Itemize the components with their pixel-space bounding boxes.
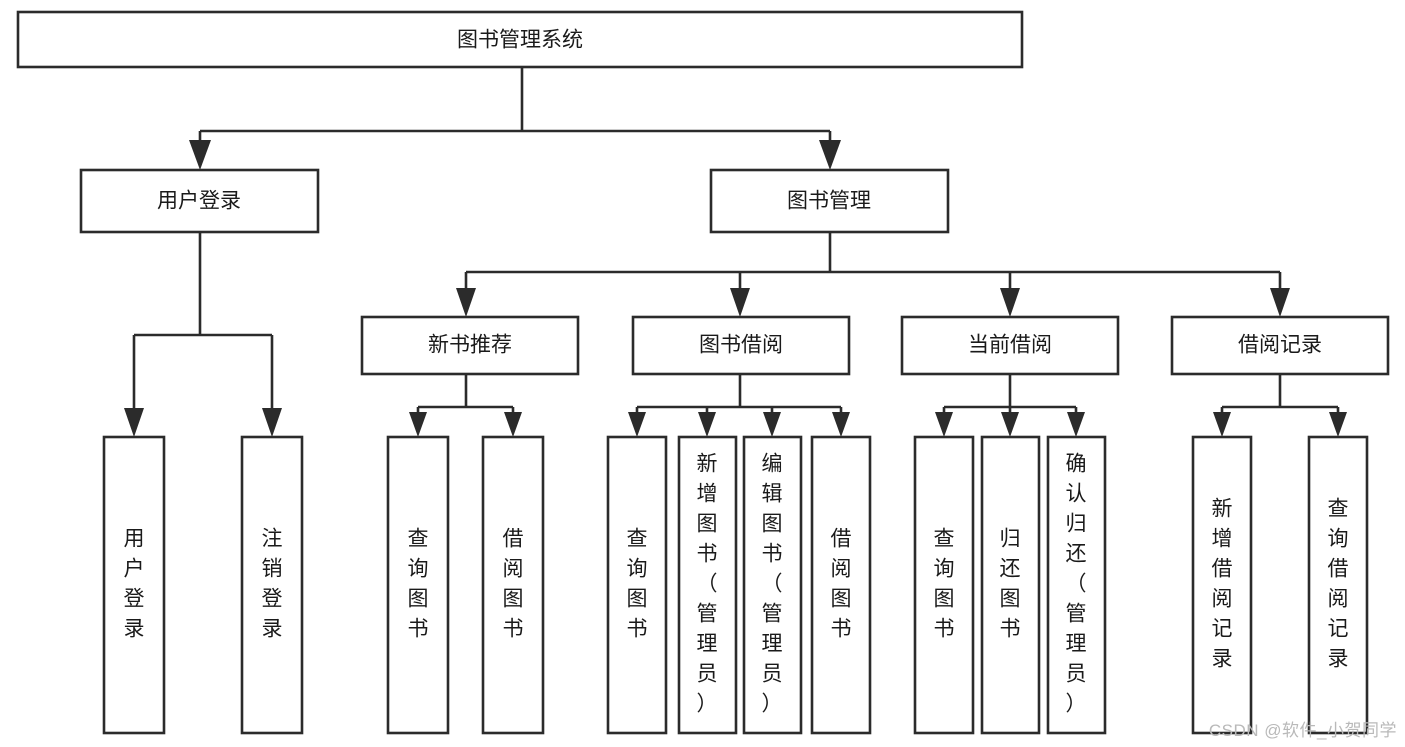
leaf-node-record-query[interactable]: 查询借阅记录 xyxy=(1307,435,1369,735)
arrow-head-current-borrow-leaf-1 xyxy=(935,412,953,437)
arrow-head-book-borrow xyxy=(730,288,750,317)
node-new-book-recommend-label: 新书推荐 xyxy=(428,334,512,357)
leaf-node-user-logout[interactable]: 注销登录 xyxy=(240,435,304,735)
leaf-box-borrow-borrow-book xyxy=(810,435,872,735)
leaf-node-borrow-edit-book[interactable]: 编辑图书（管理员） xyxy=(742,435,803,735)
connector-group-book-borrow xyxy=(628,374,850,437)
node-user-login-label: 用户登录 xyxy=(157,190,241,213)
connector-group-current-borrow xyxy=(935,374,1085,437)
node-root-box xyxy=(16,10,1024,69)
leaf-box-current-confirm-return xyxy=(1046,435,1107,735)
arrow-head-book-borrow-leaf-1 xyxy=(628,412,646,437)
node-root-system[interactable]: 图书管理系统 xyxy=(16,10,1024,69)
node-user-login-box xyxy=(79,168,320,234)
connector-group-root xyxy=(189,67,841,170)
leaf-node-borrow-query-book[interactable]: 查询图书 xyxy=(606,435,668,735)
node-book-management[interactable]: 图书管理 xyxy=(709,168,950,234)
leaf-box-borrow-add-book xyxy=(677,435,738,735)
arrow-head-new-book-leaf-2 xyxy=(504,412,522,437)
arrow-head-borrow-record-leaf-1 xyxy=(1213,412,1231,437)
arrow-head-current-borrow xyxy=(1000,288,1020,317)
node-new-book-recommend-box xyxy=(360,315,580,376)
leaf-box-borrow-edit-book xyxy=(742,435,803,735)
node-current-borrow-box xyxy=(900,315,1120,376)
leaf-box-new-book-query xyxy=(386,435,450,735)
arrow-head-user-login xyxy=(189,140,211,170)
arrow-head-book-borrow-leaf-3 xyxy=(763,412,781,437)
node-user-login[interactable]: 用户登录 xyxy=(79,168,320,234)
leaf-label-new-book-query: 查询图书 xyxy=(408,528,429,641)
leaf-box-user-login-login xyxy=(102,435,166,735)
leaf-label-user-login-login: 用户登录 xyxy=(124,528,145,641)
node-new-book-recommend[interactable]: 新书推荐 xyxy=(360,315,580,376)
leaf-label-borrow-borrow-book: 借阅图书 xyxy=(831,528,852,641)
leaf-label-current-confirm-return: 确认归还（管理员） xyxy=(1066,453,1087,716)
arrow-head-leaf-user-login-2 xyxy=(262,408,282,437)
arrow-head-book-borrow-leaf-4 xyxy=(832,412,850,437)
leaf-label-current-return-book: 归还图书 xyxy=(1000,528,1021,641)
connector-group-borrow-record xyxy=(1213,374,1347,437)
leaf-label-borrow-query-book: 查询图书 xyxy=(627,528,648,641)
connector-group-new-book xyxy=(409,374,522,437)
leaf-label-new-book-borrow: 借阅图书 xyxy=(503,528,524,641)
arrow-head-new-book-leaf-1 xyxy=(409,412,427,437)
node-borrow-record-box xyxy=(1170,315,1390,376)
arrow-head-new-book xyxy=(456,288,476,317)
arrow-head-borrow-record-leaf-2 xyxy=(1329,412,1347,437)
leaf-label-borrow-edit-book: 编辑图书（管理员） xyxy=(762,453,783,716)
leaf-node-record-add[interactable]: 新增借阅记录 xyxy=(1191,435,1253,735)
leaf-box-new-book-borrow xyxy=(481,435,545,735)
leaf-node-user-login-login[interactable]: 用户登录 xyxy=(102,435,166,735)
node-book-borrow-box xyxy=(631,315,851,376)
leaf-label-borrow-add-book: 新增图书（管理员） xyxy=(697,453,718,716)
node-borrow-record[interactable]: 借阅记录 xyxy=(1170,315,1390,376)
leaf-label-record-add: 新增借阅记录 xyxy=(1212,498,1233,671)
arrow-head-current-borrow-leaf-3 xyxy=(1067,412,1085,437)
leaf-box-borrow-query-book xyxy=(606,435,668,735)
arrow-head-book-borrow-leaf-2 xyxy=(698,412,716,437)
leaf-node-current-query-book[interactable]: 查询图书 xyxy=(913,435,975,735)
node-book-management-box xyxy=(709,168,950,234)
leaf-node-borrow-add-book[interactable]: 新增图书（管理员） xyxy=(677,435,738,735)
leaf-box-record-add xyxy=(1191,435,1253,735)
connector-group-book-mgmt xyxy=(456,232,1290,317)
node-root-label: 图书管理系统 xyxy=(457,29,583,52)
node-book-borrow-label: 图书借阅 xyxy=(699,334,783,357)
arrow-head-current-borrow-leaf-2 xyxy=(1001,412,1019,437)
node-current-borrow-label: 当前借阅 xyxy=(968,334,1052,357)
connector-group-user-login xyxy=(124,232,282,437)
leaf-node-current-return-book[interactable]: 归还图书 xyxy=(980,435,1041,735)
arrow-head-leaf-user-login-1 xyxy=(124,408,144,437)
leaf-label-record-query: 查询借阅记录 xyxy=(1328,498,1349,671)
node-current-borrow[interactable]: 当前借阅 xyxy=(900,315,1120,376)
node-borrow-record-label: 借阅记录 xyxy=(1238,334,1322,357)
leaf-box-current-return-book xyxy=(980,435,1041,735)
leaf-node-new-book-query[interactable]: 查询图书 xyxy=(386,435,450,735)
leaf-box-record-query xyxy=(1307,435,1369,735)
leaf-label-user-logout: 注销登录 xyxy=(262,528,283,641)
leaf-box-user-logout xyxy=(240,435,304,735)
arrow-head-book-mgmt xyxy=(819,140,841,170)
arrow-head-borrow-record xyxy=(1270,288,1290,317)
leaf-box-current-query-book xyxy=(913,435,975,735)
leaf-label-current-query-book: 查询图书 xyxy=(934,528,955,641)
node-book-management-label: 图书管理 xyxy=(787,190,871,213)
node-book-borrow[interactable]: 图书借阅 xyxy=(631,315,851,376)
leaf-node-current-confirm-return[interactable]: 确认归还（管理员） xyxy=(1046,435,1107,735)
leaf-node-borrow-borrow-book[interactable]: 借阅图书 xyxy=(810,435,872,735)
leaf-node-new-book-borrow[interactable]: 借阅图书 xyxy=(481,435,545,735)
csdn-watermark: CSDN @软件_小贺同学 xyxy=(1208,721,1397,740)
